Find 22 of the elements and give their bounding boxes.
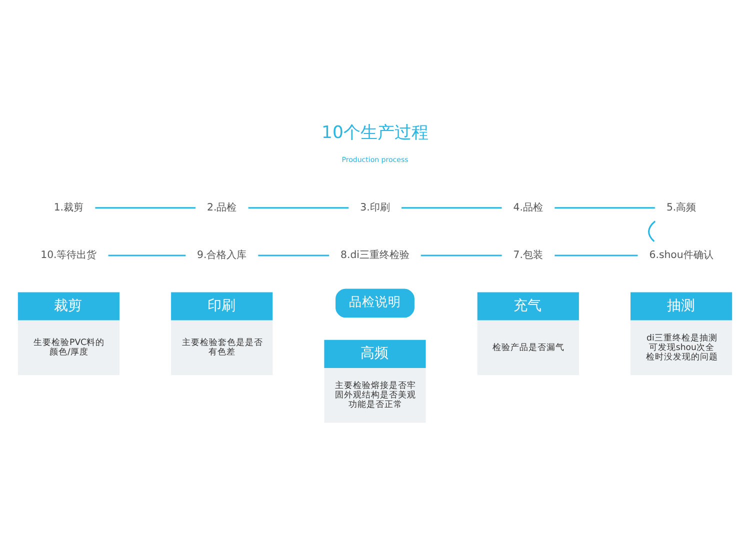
label: Production process	[342, 154, 408, 164]
connector	[648, 220, 656, 242]
node-text: 3.印刷	[360, 202, 390, 214]
node-text: 7.包装	[513, 250, 543, 261]
connector	[108, 254, 186, 256]
connector	[420, 254, 502, 256]
node-text: 9.合格入库	[197, 250, 247, 261]
node-text: 1.裁剪	[54, 202, 84, 214]
connector	[248, 206, 349, 208]
node-text: 8.di三重终检验	[340, 250, 410, 261]
node-text: 5.高频	[666, 202, 696, 214]
connector	[554, 254, 638, 256]
node-text: 2.品检	[207, 202, 237, 214]
node-text: 6.shou件确认	[649, 250, 714, 261]
connector	[95, 206, 196, 208]
connector	[554, 206, 655, 208]
diagram-title: 10个生产过程	[322, 122, 428, 143]
node-box: 品检说明	[336, 288, 414, 318]
connector	[402, 206, 502, 208]
node-text: 4.品检	[513, 202, 543, 214]
connector	[258, 254, 330, 256]
node-text: 10.等待出货	[40, 250, 97, 261]
